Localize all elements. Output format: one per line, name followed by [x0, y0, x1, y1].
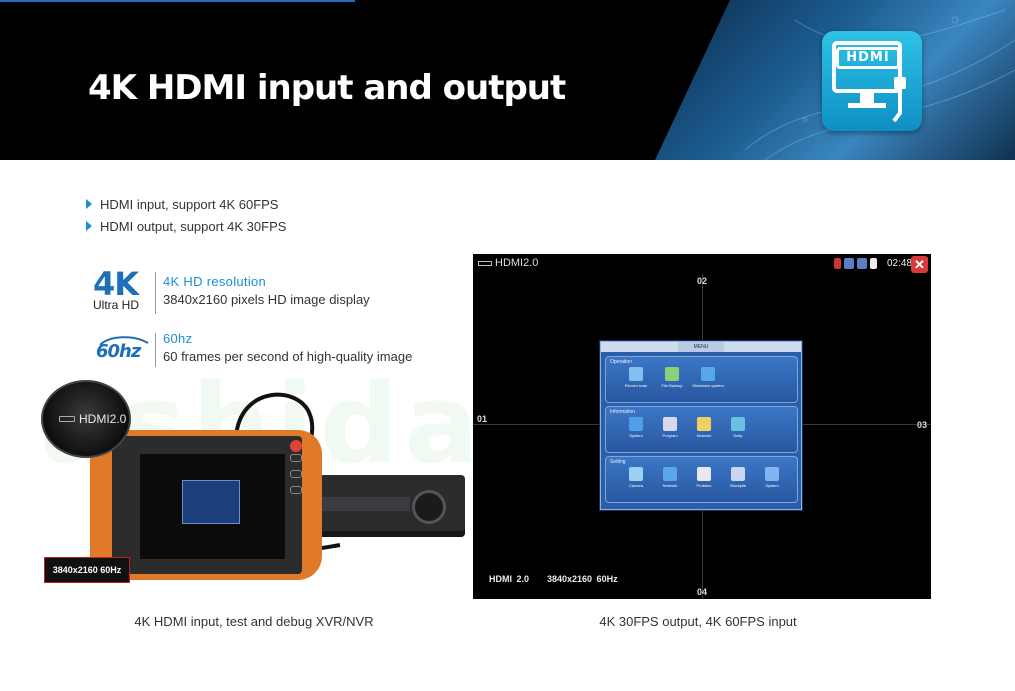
axis-label-bottom: 04: [697, 587, 708, 597]
bullet-arrow-icon: [86, 199, 92, 209]
top-accent-rule: [0, 0, 355, 2]
close-icon[interactable]: ✕: [911, 256, 928, 273]
menu-group-label: Setting: [610, 459, 626, 465]
bullet-item: HDMI output, support 4K 30FPS: [86, 215, 286, 237]
right-caption: 4K 30FPS output, 4K 60FPS input: [599, 614, 797, 629]
menu-group-information: Information System Program Network Daily: [605, 406, 798, 453]
screen-title: HDMI2.0: [495, 257, 539, 269]
record-scan-icon: [629, 367, 643, 381]
hdmi-port-label: HDMI2.0: [79, 412, 127, 426]
feature-desc-4k: 3840x2160 pixels HD image display: [163, 292, 370, 307]
bullet-item: HDMI input, support 4K 60FPS: [86, 193, 286, 215]
screen-resolution-footer: HDMI 2.0 3840x2160 60Hz: [489, 574, 618, 584]
screen-status-bar: HDMI2.0 02:48 ✕: [473, 254, 931, 274]
left-caption: 4K HDMI input, test and debug XVR/NVR: [134, 614, 374, 629]
shutdown-icon: [701, 367, 715, 381]
menu-item-network-setting[interactable]: Network: [654, 467, 686, 488]
camera-icon: [844, 258, 854, 269]
daily-icon: [731, 417, 745, 431]
logo-4k-text: 4K: [93, 265, 139, 303]
menu-group-setting: Setting Camera Network Problem Stockpile…: [605, 456, 798, 503]
system-icon: [629, 417, 643, 431]
menu-item-daily[interactable]: Daily: [722, 417, 754, 438]
hdmi-monitor-icon: HDMI: [822, 31, 922, 131]
feature-title-60hz: 60hz: [163, 331, 193, 346]
cctv-tester-image: [90, 430, 322, 580]
menu-item-system-setting[interactable]: System: [756, 467, 788, 488]
problem-icon: [697, 467, 711, 481]
bullet-text: HDMI output, support 4K 30FPS: [100, 218, 287, 234]
ultra-hd-4k-logo: 4K Ultra HD: [93, 268, 149, 314]
network-settings-icon: [663, 467, 677, 481]
menu-item-file-backup[interactable]: File Backup: [656, 367, 688, 388]
hdmi-port-icon: [59, 416, 75, 422]
status-icons: [834, 258, 877, 269]
clock-time: 02:48: [887, 258, 913, 269]
menu-group-operation: Operation Record scan File Backup Shutdo…: [605, 356, 798, 403]
record-icon: [834, 258, 841, 269]
tester-device-illustration: [40, 375, 470, 590]
menu-item-record-scan[interactable]: Record scan: [620, 367, 652, 388]
power-button-icon: [290, 440, 302, 452]
menu-item-stockpile[interactable]: Stockpile: [722, 467, 754, 488]
file-backup-icon: [665, 367, 679, 381]
logo-60hz-text: 60hz: [96, 341, 141, 362]
menu-item-program[interactable]: Program: [654, 417, 686, 438]
axis-label-top: 02: [697, 276, 708, 286]
menu-item-shutdown[interactable]: Shutdown system: [692, 367, 724, 388]
resolution-tag: 3840x2160 60Hz: [44, 557, 130, 583]
header-banner: 4K HDMI input and output HDMI: [0, 0, 1015, 160]
tester-screen: [140, 454, 285, 559]
camera-icon: [857, 258, 867, 269]
hdmi-port-callout: HDMI2.0: [41, 380, 131, 458]
feature-desc-60hz: 60 frames per second of high-quality ima…: [163, 349, 413, 364]
menu-item-system-info[interactable]: System: [620, 417, 652, 438]
60hz-logo: 60hz: [96, 335, 154, 367]
feature-divider: [155, 333, 156, 367]
menu-group-label: Operation: [610, 359, 632, 365]
menu-item-camera[interactable]: Camera: [620, 467, 652, 488]
feature-title-4k: 4K HD resolution: [163, 274, 267, 289]
bullet-text: HDMI input, support 4K 60FPS: [100, 196, 279, 212]
system-settings-icon: [765, 467, 779, 481]
axis-label-left: 01: [477, 414, 488, 424]
camera-settings-icon: [629, 467, 643, 481]
menu-item-problem[interactable]: Problem: [688, 467, 720, 488]
menu-title: MENU: [678, 342, 724, 352]
feature-bullet-list: HDMI input, support 4K 60FPS HDMI output…: [86, 193, 286, 237]
logo-ultra-hd-text: Ultra HD: [93, 298, 140, 312]
page-title: 4K HDMI input and output: [88, 68, 566, 108]
menu-group-label: Information: [610, 409, 636, 415]
battery-icon: [870, 258, 877, 269]
menu-item-network-info[interactable]: Network: [688, 417, 720, 438]
feature-divider: [155, 272, 156, 314]
axis-label-right: 03: [917, 420, 928, 430]
main-menu-window: MENU Operation Record scan File Backup S…: [600, 341, 802, 510]
hdmi-port-icon: [478, 261, 492, 266]
network-icon: [697, 417, 711, 431]
hdmi-screen-capture: HDMI2.0 02:48 ✕ 02 01 03 04 MENU Operati…: [473, 254, 931, 599]
stockpile-icon: [731, 467, 745, 481]
program-icon: [663, 417, 677, 431]
bullet-arrow-icon: [86, 221, 92, 231]
